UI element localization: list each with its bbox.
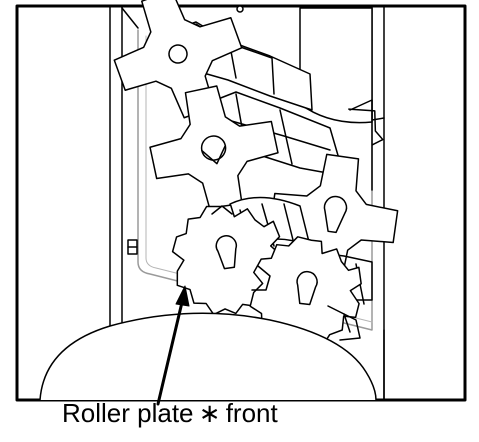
pointer-arrow — [156, 285, 190, 406]
roller-plate-inner-outline — [145, 35, 373, 323]
right-panel — [371, 6, 385, 400]
figure-caption: Roller plate ∗ front — [62, 398, 278, 428]
middle-roller — [139, 75, 345, 225]
center-sprocket — [245, 231, 367, 355]
top-roller — [97, 0, 313, 135]
bottom-drum — [39, 312, 377, 401]
plate-bolt — [127, 239, 138, 255]
top-screw — [236, 5, 244, 13]
left-sprocket — [166, 196, 291, 322]
right-gear — [263, 99, 405, 289]
